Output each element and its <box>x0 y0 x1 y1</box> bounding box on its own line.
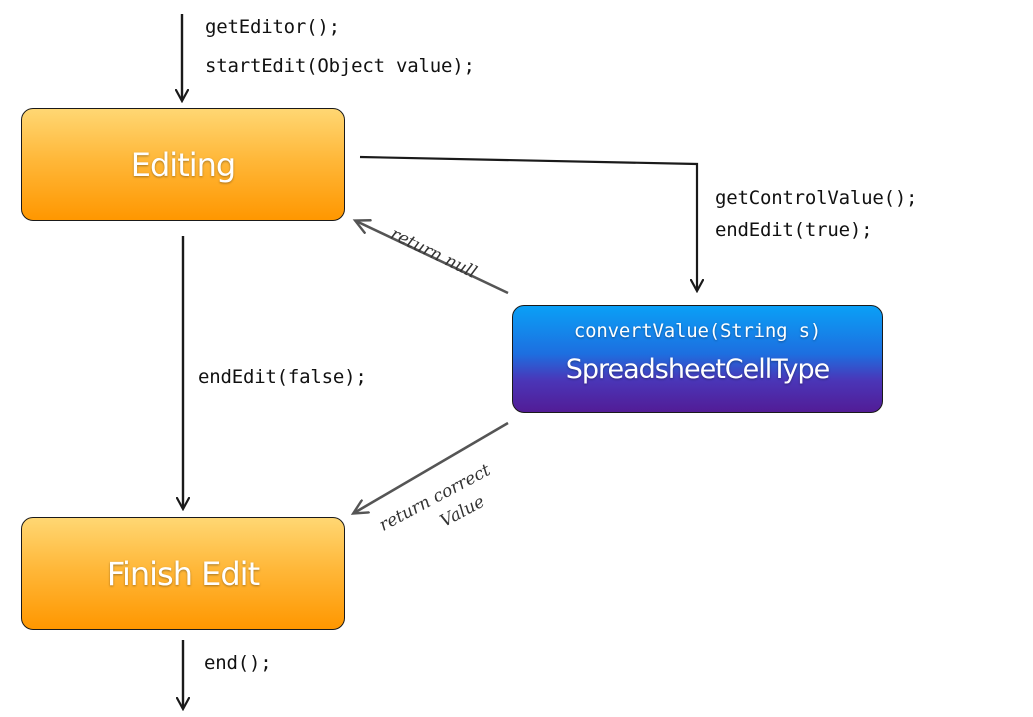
spreadsheet-cell-type-title: SpreadsheetCellType <box>565 354 831 385</box>
end-edit-false-label: endEdit(false); <box>198 366 367 388</box>
start-edit-label: startEdit(Object value); <box>205 55 475 77</box>
finish-edit-state: Finish Edit <box>21 517 345 630</box>
convert-value-method: convertValue(String s) <box>573 320 822 342</box>
spreadsheet-cell-type-node: convertValue(String s) SpreadsheetCellTy… <box>512 305 883 413</box>
to-celltype-arrow <box>359 155 697 290</box>
get-editor-label: getEditor(); <box>205 16 340 38</box>
return-correct-arrow <box>354 421 509 513</box>
end-edit-true-label: endEdit(true); <box>715 219 873 241</box>
get-control-value-label: getControlValue(); <box>715 187 918 209</box>
editing-state-label: Editing <box>130 145 236 184</box>
end-label: end(); <box>204 652 272 674</box>
return-null-arrow <box>356 221 509 295</box>
finish-edit-state-label: Finish Edit <box>106 554 260 593</box>
editing-state: Editing <box>21 108 345 221</box>
